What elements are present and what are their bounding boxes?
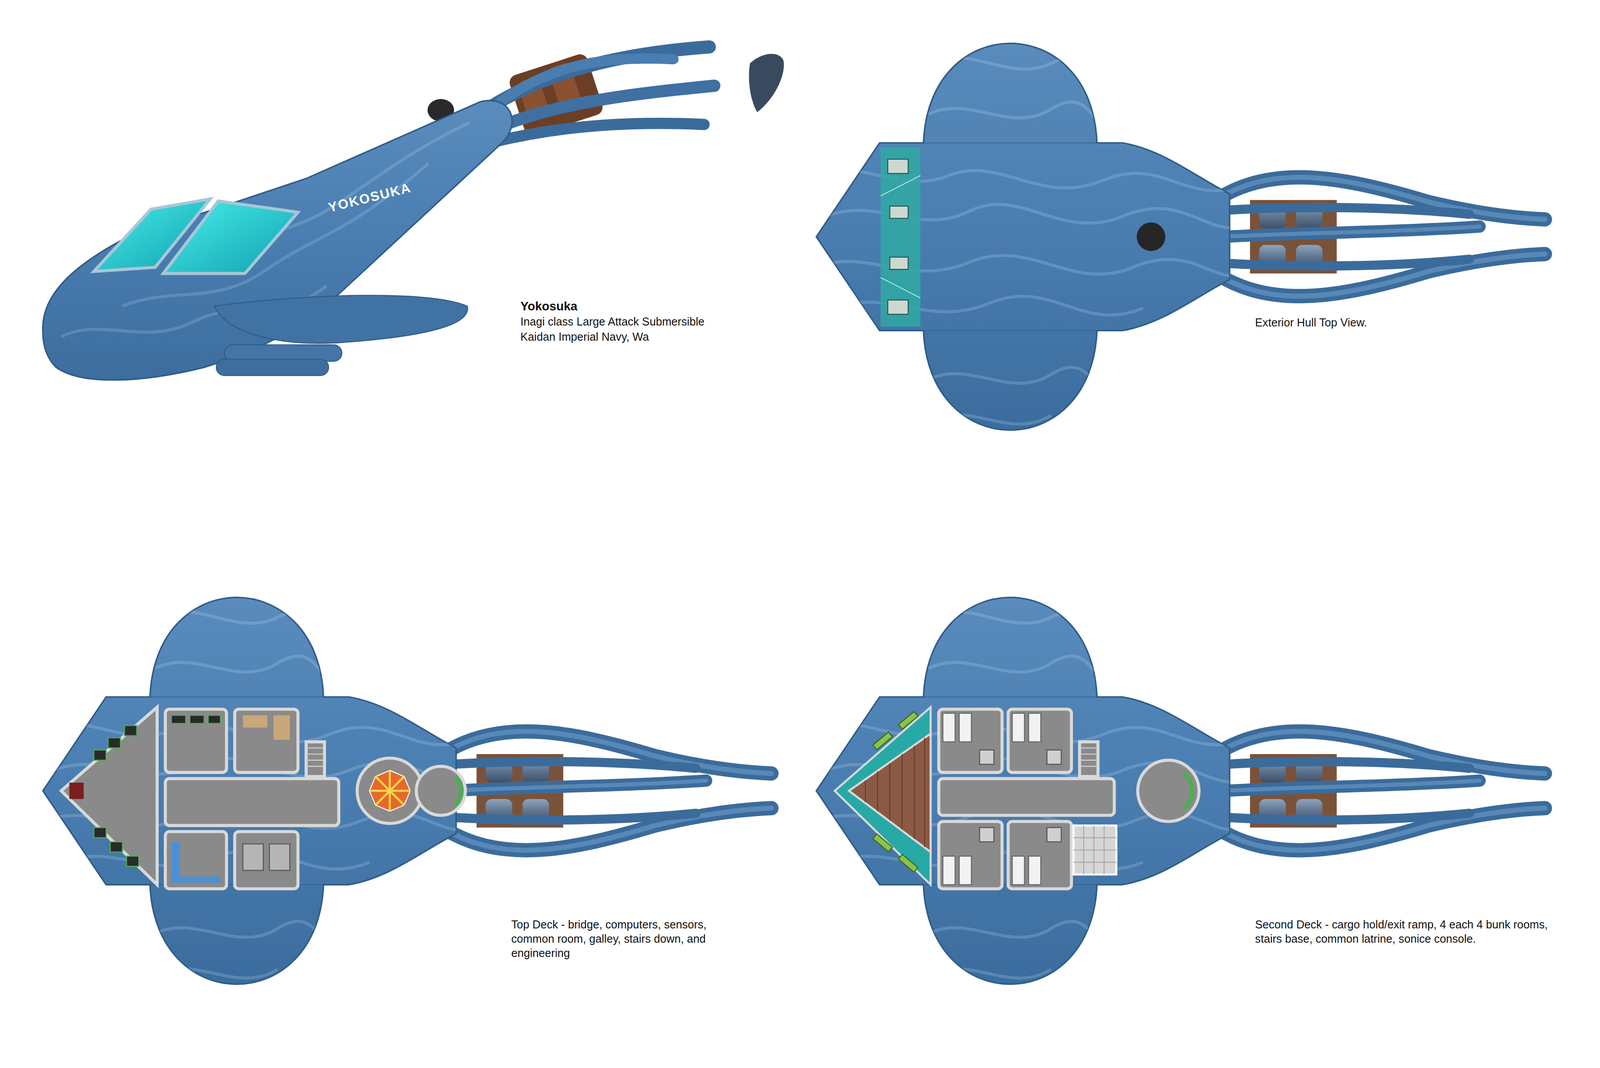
vessel-class: Inagi class Large Attack Submersible <box>520 315 705 328</box>
vessel-name: Yokosuka <box>520 298 578 314</box>
deck-caption: Top Deck - bridge, computers, sensors, c… <box>511 917 748 961</box>
exterior-top-view <box>816 43 1546 430</box>
view-caption: Exterior Hull Top View. <box>1255 316 1368 329</box>
perspective-view <box>42 46 784 380</box>
deck-caption: Second Deck - cargo hold/exit ramp, 4 ea… <box>1255 917 1562 946</box>
vessel-navy: Kaidan Imperial Navy, Wa <box>520 330 649 343</box>
top-deck-plan <box>42 597 772 985</box>
